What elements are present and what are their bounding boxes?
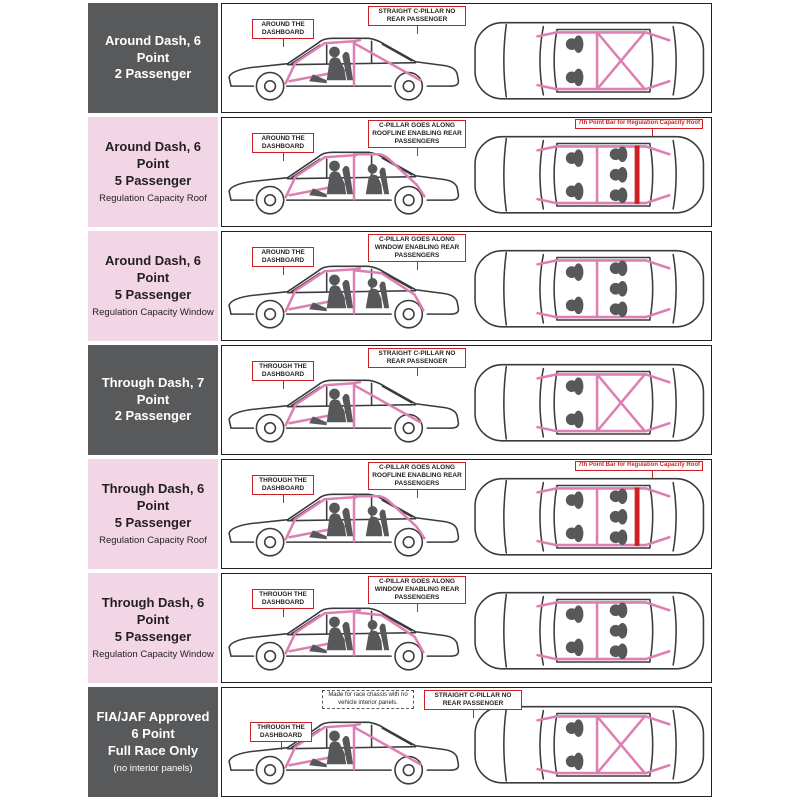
- table-row: Through Dash, 7 Point 2 Passenger THROUG…: [88, 345, 712, 455]
- row-diagram: AROUND THE DASHBOARD C-PILLAR GOES ALONG…: [221, 117, 712, 227]
- row-label-subtitle: (no interior panels): [113, 763, 193, 775]
- row-diagram: THROUGH THE DASHBOARD C-PILLAR GOES ALON…: [221, 573, 712, 683]
- cpillar-annotation: STRAIGHT C-PILLAR NO REAR PASSENGER: [368, 348, 466, 377]
- row-diagram: THROUGH THE DASHBOARD Made for race chas…: [221, 687, 712, 797]
- side-view-illustration: [222, 10, 467, 112]
- dashboard-annotation: AROUND THE DASHBOARD: [252, 133, 314, 162]
- dashboard-annotation: THROUGH THE DASHBOARD: [252, 361, 314, 390]
- cpillar-annotation: STRAIGHT C-PILLAR NO REAR PASSENGER: [424, 690, 522, 719]
- side-view-illustration: [222, 694, 467, 796]
- row-label-subtitle: Regulation Capacity Roof: [99, 193, 207, 205]
- row-label: Around Dash, 6 Point 5 Passenger Regulat…: [88, 117, 218, 227]
- row-label-line: Full Race Only: [107, 743, 199, 759]
- row-diagram: AROUND THE DASHBOARD STRAIGHT C-PILLAR N…: [221, 3, 712, 113]
- top-view-illustration: [467, 580, 712, 682]
- table-row: Through Dash, 6 Point 5 Passenger Regula…: [88, 573, 712, 683]
- row-label-line: 6 Point: [131, 726, 175, 742]
- row-label-line: 5 Passenger: [114, 173, 192, 189]
- row-label-subtitle: Regulation Capacity Window: [92, 307, 214, 319]
- top-view-illustration: [467, 10, 712, 112]
- row-label-line: 5 Passenger: [114, 629, 192, 645]
- dashboard-annotation: THROUGH THE DASHBOARD: [252, 475, 314, 504]
- table-row: FIA/JAF Approved 6 Point Full Race Only …: [88, 687, 712, 797]
- table-row: Around Dash, 6 Point 2 Passenger AROUND …: [88, 3, 712, 113]
- row-diagram: AROUND THE DASHBOARD C-PILLAR GOES ALONG…: [221, 231, 712, 341]
- dashboard-annotation: AROUND THE DASHBOARD: [252, 247, 314, 276]
- row-label-line: Around Dash, 6 Point: [104, 32, 202, 65]
- dashboard-annotation: THROUGH THE DASHBOARD: [250, 722, 312, 751]
- row-label: FIA/JAF Approved 6 Point Full Race Only …: [88, 687, 218, 797]
- top-view-illustration: [467, 694, 712, 796]
- row-label-line: 2 Passenger: [114, 408, 192, 424]
- top-view-illustration: [467, 466, 712, 568]
- cpillar-annotation: C-PILLAR GOES ALONG ROOFLINE ENABLING RE…: [368, 120, 466, 157]
- side-view-illustration: [222, 124, 467, 226]
- table-row: Around Dash, 6 Point 5 Passenger Regulat…: [88, 231, 712, 341]
- row-label-subtitle: Regulation Capacity Window: [92, 649, 214, 661]
- table-row: Around Dash, 6 Point 5 Passenger Regulat…: [88, 117, 712, 227]
- row-label-line: Through Dash, 6 Point: [101, 481, 205, 514]
- row-diagram: THROUGH THE DASHBOARD STRAIGHT C-PILLAR …: [221, 345, 712, 455]
- top-view-illustration: [467, 238, 712, 340]
- row-label-line: Through Dash, 6 Point: [101, 595, 205, 628]
- cpillar-annotation: C-PILLAR GOES ALONG WINDOW ENABLING REAR…: [368, 234, 466, 271]
- row-label-line: Around Dash, 6 Point: [104, 253, 202, 286]
- row-label-line: Through Dash, 7 Point: [101, 374, 205, 407]
- row-diagram: THROUGH THE DASHBOARD C-PILLAR GOES ALON…: [221, 459, 712, 569]
- row-label-line: 2 Passenger: [114, 66, 192, 82]
- top-view-illustration: [467, 124, 712, 226]
- row-label: Around Dash, 6 Point 5 Passenger Regulat…: [88, 231, 218, 341]
- table-row: Through Dash, 6 Point 5 Passenger Regula…: [88, 459, 712, 569]
- regulation-roof-annotation: 7th Point Bar for Regulation Capacity Ro…: [575, 461, 703, 478]
- row-label-line: 5 Passenger: [114, 515, 192, 531]
- row-label-line: 5 Passenger: [114, 287, 192, 303]
- row-label: Through Dash, 6 Point 5 Passenger Regula…: [88, 573, 218, 683]
- row-label: Through Dash, 6 Point 5 Passenger Regula…: [88, 459, 218, 569]
- row-label-line: FIA/JAF Approved: [96, 709, 210, 725]
- side-view-illustration: [222, 466, 467, 568]
- rollcage-table: Around Dash, 6 Point 2 Passenger AROUND …: [88, 3, 712, 797]
- top-view-illustration: [467, 352, 712, 454]
- row-label-line: Around Dash, 6 Point: [104, 139, 202, 172]
- side-view-illustration: [222, 580, 467, 682]
- row-label: Through Dash, 7 Point 2 Passenger: [88, 345, 218, 455]
- race-chassis-note: Made for race chassis with no vehicle in…: [322, 690, 414, 709]
- cpillar-annotation: STRAIGHT C-PILLAR NO REAR PASSENGER: [368, 6, 466, 35]
- dashboard-annotation: THROUGH THE DASHBOARD: [252, 589, 314, 618]
- cpillar-annotation: C-PILLAR GOES ALONG ROOFLINE ENABLING RE…: [368, 462, 466, 499]
- regulation-roof-annotation: 7th Point Bar for Regulation Capacity Ro…: [575, 119, 703, 136]
- row-label: Around Dash, 6 Point 2 Passenger: [88, 3, 218, 113]
- cpillar-annotation: C-PILLAR GOES ALONG WINDOW ENABLING REAR…: [368, 576, 466, 613]
- dashboard-annotation: AROUND THE DASHBOARD: [252, 19, 314, 48]
- side-view-illustration: [222, 238, 467, 340]
- side-view-illustration: [222, 352, 467, 454]
- row-label-subtitle: Regulation Capacity Roof: [99, 535, 207, 547]
